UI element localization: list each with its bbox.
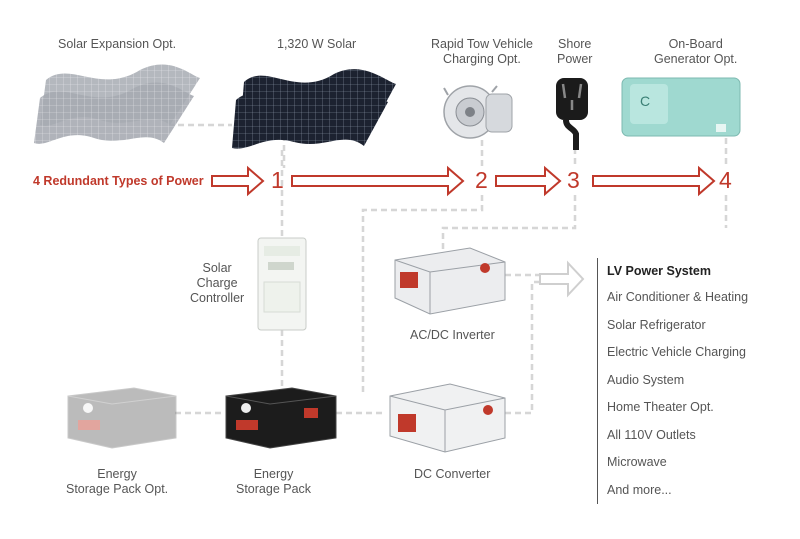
label-inverter: AC/DC Inverter bbox=[410, 328, 495, 342]
solar-panels-image bbox=[232, 69, 396, 149]
label-storage-pack: Energy Storage Pack bbox=[236, 467, 312, 496]
storage-pack-opt-image bbox=[67, 387, 177, 449]
svg-text:C: C bbox=[640, 93, 650, 109]
label-solar: 1,320 W Solar bbox=[277, 37, 357, 51]
lv-item: Microwave bbox=[607, 455, 667, 469]
lv-item: Audio System bbox=[607, 372, 685, 387]
label-storage-pack-opt: Energy Storage Pack Opt. bbox=[66, 467, 169, 496]
power-number-1: 1 bbox=[271, 167, 284, 193]
solar-expansion-panels-image bbox=[34, 64, 200, 144]
power-number-2: 2 bbox=[475, 167, 488, 193]
lv-item: Home Theater Opt. bbox=[607, 400, 714, 414]
power-number-3: 3 bbox=[567, 167, 580, 193]
power-number-4: 4 bbox=[719, 167, 732, 193]
lv-arrow bbox=[539, 260, 585, 298]
lv-item: Electric Vehicle Charging bbox=[607, 345, 746, 359]
lv-item: Air Conditioner & Heating bbox=[607, 290, 749, 304]
inverter-image bbox=[394, 247, 506, 315]
lv-item: Solar Refrigerator bbox=[607, 317, 706, 332]
label-shore-power: Shore Power bbox=[557, 37, 593, 66]
connector-lines bbox=[168, 123, 728, 415]
label-generator: On-Board Generator Opt. bbox=[654, 37, 738, 66]
lv-power-system-list: LV Power System Air Conditioner & Heatin… bbox=[597, 258, 800, 504]
label-charge-controller: Solar Charge Controller bbox=[190, 261, 245, 305]
lv-item: And more... bbox=[607, 482, 672, 497]
lv-title: LV Power System bbox=[607, 264, 711, 278]
charge-controller-image bbox=[257, 237, 307, 331]
storage-pack-image bbox=[225, 387, 337, 449]
power-types-label: 4 Redundant Types of Power bbox=[33, 174, 204, 188]
lv-item: All 110V Outlets bbox=[607, 427, 696, 442]
alternator-image bbox=[443, 85, 513, 139]
label-rapid-tow: Rapid Tow Vehicle Charging Opt. bbox=[431, 37, 533, 66]
dc-converter-image bbox=[389, 383, 506, 453]
shore-power-plug-image bbox=[556, 78, 588, 150]
power-flow-arrows bbox=[211, 165, 716, 197]
generator-image: C bbox=[621, 77, 741, 137]
label-dc-converter: DC Converter bbox=[414, 467, 491, 481]
label-solar-expansion: Solar Expansion Opt. bbox=[58, 37, 177, 51]
